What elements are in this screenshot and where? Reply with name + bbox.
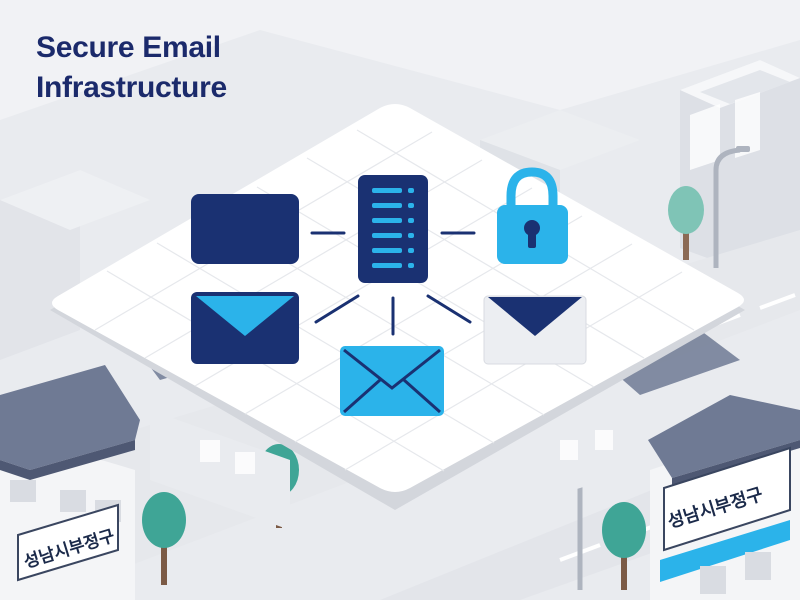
tree-top-right: [668, 186, 704, 260]
envelope-icon-center: [340, 346, 444, 416]
shop-awning: [660, 520, 790, 582]
title-line-1: Secure Email: [36, 31, 221, 64]
connector-lines: [310, 231, 476, 336]
street-lamp-top: [713, 146, 750, 268]
envelope-icon-right: [483, 295, 587, 365]
padlock-icon: [497, 167, 568, 264]
tree-right: [602, 502, 646, 590]
page-title: Secure Email Infrastructure: [36, 28, 336, 108]
server-slots: [372, 188, 414, 268]
building-right: 성남시부정구: [648, 395, 800, 600]
email-card-icon: [191, 194, 299, 264]
envelope-icon-left: [191, 292, 299, 364]
building-mid: [150, 400, 640, 530]
title-line-2: Infrastructure: [36, 71, 227, 104]
tree-left: [142, 492, 186, 585]
building-left: 성남시부정구: [0, 365, 140, 600]
server-icon: [358, 175, 428, 283]
